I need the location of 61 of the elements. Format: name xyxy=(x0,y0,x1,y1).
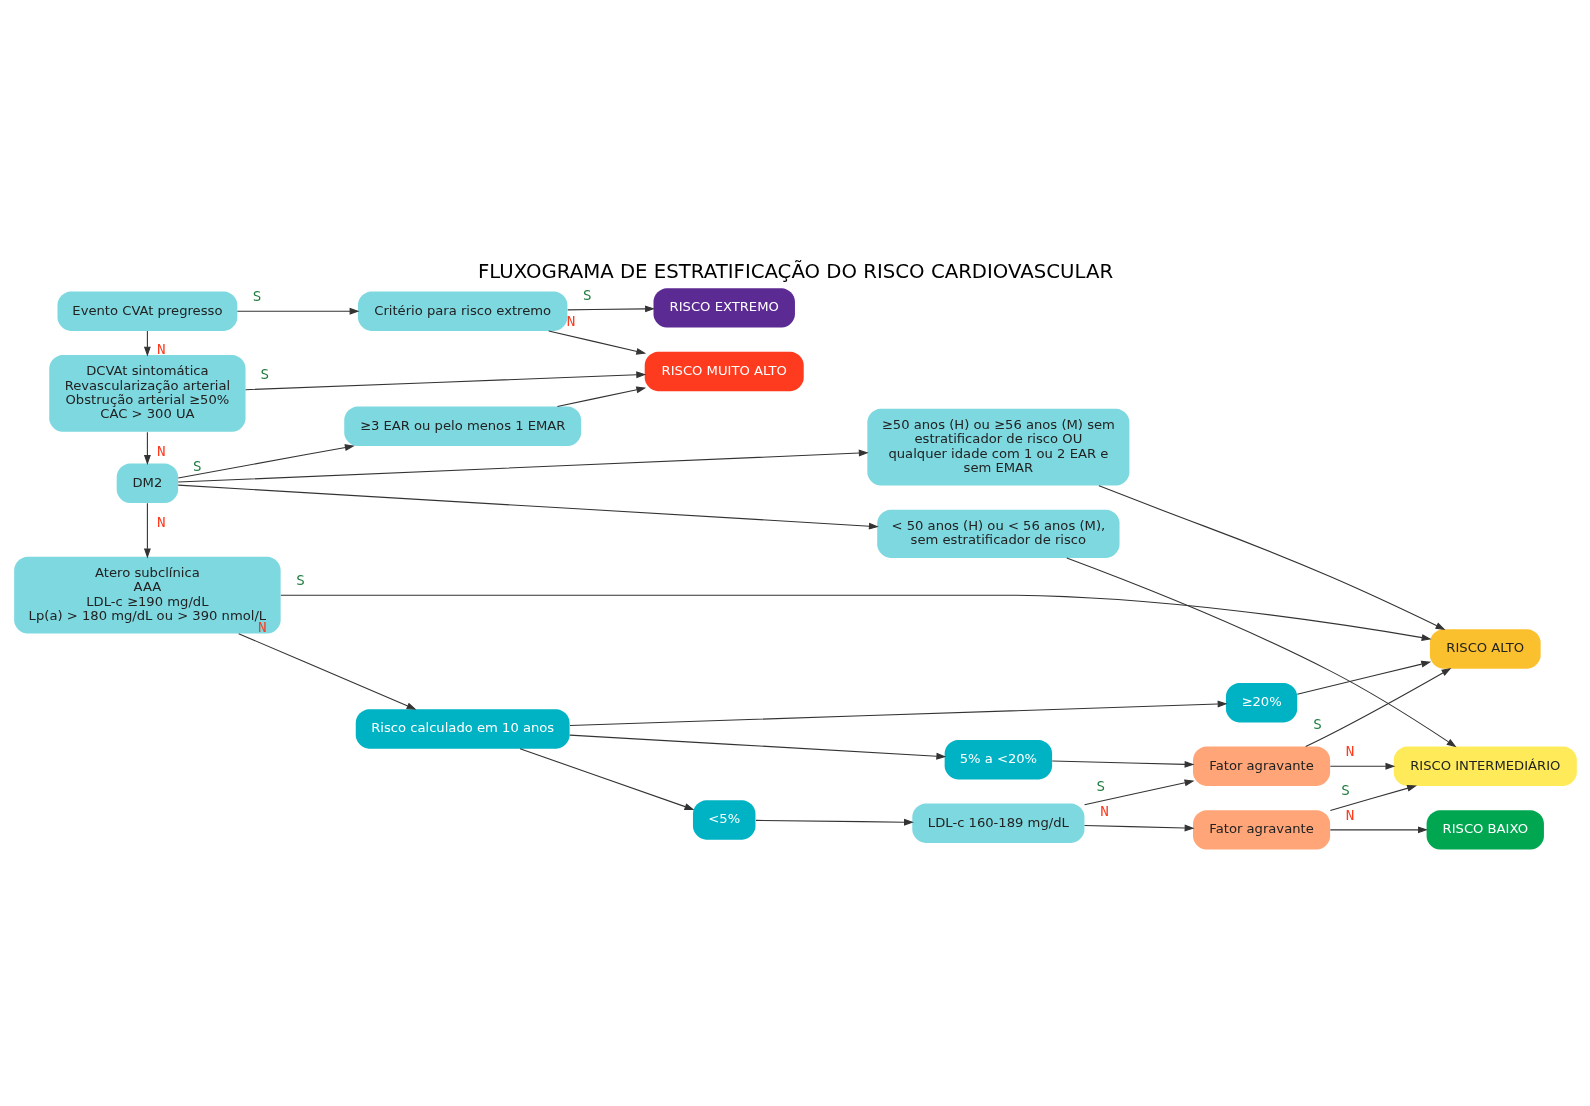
node-box: DCVAt sintomática Revascularização arterial Obstrução arterial ≥50% CAC > 300 UA xyxy=(48,354,246,432)
arrow xyxy=(177,449,869,483)
arrow xyxy=(1329,762,1395,770)
node-box: RISCO EXTREMO xyxy=(653,287,795,328)
arrow xyxy=(566,304,655,312)
arrow xyxy=(556,385,646,407)
node-box: < 50 anos (H) ou < 56 anos (M), sem estratificador de risco xyxy=(876,509,1120,558)
node-box: ≥50 anos (H) ou ≥56 anos (M) sem estratificador de risco OU qualquer idade com 1 ou 2 EAR e sem EMAR xyxy=(866,408,1129,486)
node-box: Critério para risco extremo xyxy=(357,290,567,331)
arrow xyxy=(177,484,879,530)
edge-label: N xyxy=(566,312,575,329)
edge-label: N xyxy=(1345,806,1354,823)
edge-label: S xyxy=(260,365,269,382)
arrow xyxy=(1329,784,1417,811)
node-box: RISCO ALTO xyxy=(1429,628,1541,669)
edge-label: N xyxy=(1345,742,1354,759)
edge-label: N xyxy=(156,513,166,530)
node-box: RISCO BAIXO xyxy=(1426,809,1544,850)
node-box: LDL-c 160-189 mg/dL xyxy=(911,803,1084,843)
node-box: RISCO MUITO ALTO xyxy=(644,351,804,391)
arrow xyxy=(279,594,1431,641)
arrow xyxy=(237,632,417,710)
node-box: Fator agravante xyxy=(1192,809,1330,850)
node-box: Fator agravante xyxy=(1192,746,1330,786)
arrow xyxy=(568,734,946,760)
node-box: RISCO INTERMEDIÁRIO xyxy=(1393,746,1577,786)
arrow xyxy=(754,818,914,826)
node-box: ≥3 EAR ou pelo menos 1 EMAR xyxy=(343,406,581,446)
edge-label: S xyxy=(582,286,592,302)
arrow xyxy=(1304,667,1451,747)
edge-label: N xyxy=(1099,802,1109,819)
edge-label: S xyxy=(252,287,261,304)
node-box: ≥20% xyxy=(1225,682,1297,722)
arrow xyxy=(177,443,355,478)
edge-label: S xyxy=(1096,777,1105,794)
arrow xyxy=(143,502,151,558)
edge-label: N xyxy=(156,442,166,459)
diagram-title: FLUXOGRAMA DE ESTRATIFICAÇÃO DO RISCO CARDIOVASCULAR xyxy=(477,259,1113,283)
arrow xyxy=(1329,825,1428,833)
node-box: 5% a <20% xyxy=(944,739,1052,779)
arrow xyxy=(547,329,646,355)
arrow xyxy=(1083,778,1194,805)
node-box: <5% xyxy=(692,799,755,840)
node-box: Evento CVAt pregresso xyxy=(57,290,237,331)
edge-label: S xyxy=(295,571,305,588)
node-box: Risco calculado em 10 anos xyxy=(355,708,570,749)
arrow xyxy=(236,307,359,315)
edge-label: S xyxy=(1340,781,1350,798)
edge-label: N xyxy=(156,340,166,357)
edge-label: S xyxy=(1312,715,1322,732)
arrow xyxy=(1296,660,1431,695)
arrow xyxy=(519,747,694,810)
arrow xyxy=(1051,759,1194,768)
arrow xyxy=(568,700,1227,726)
edge-label: S xyxy=(192,457,202,474)
arrow xyxy=(1065,556,1457,747)
node-box: DM2 xyxy=(116,463,178,503)
arrow xyxy=(244,370,646,390)
arrow xyxy=(1097,484,1445,630)
arrow xyxy=(1083,824,1194,831)
arrow xyxy=(143,431,151,465)
